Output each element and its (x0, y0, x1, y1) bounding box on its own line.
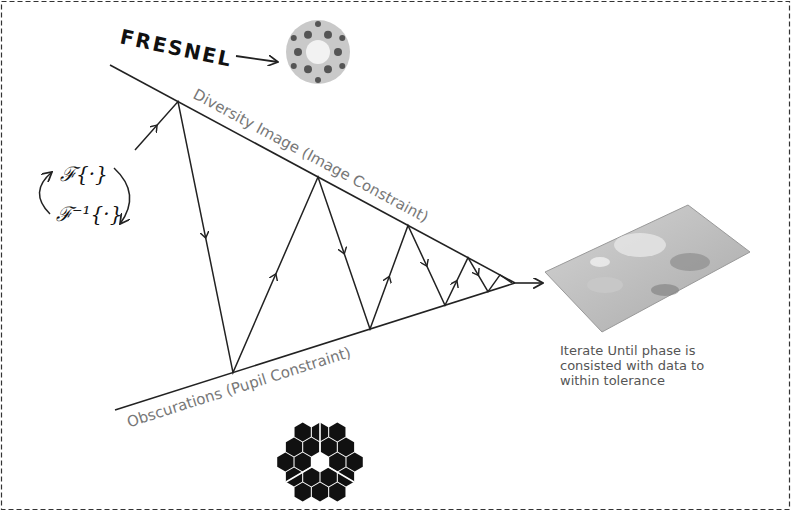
direction-arrow (135, 126, 157, 150)
iteration-path (135, 102, 512, 373)
fresnel-arrow (236, 56, 278, 62)
direction-arrow (468, 258, 478, 275)
direction-arrow (445, 281, 457, 305)
output-arrow (515, 282, 543, 284)
transform-label: ℱ⁻¹{·} (56, 203, 122, 226)
constraint-label: Diversity Image (Image Constraint) (190, 86, 431, 227)
transform-arrow (39, 172, 52, 214)
direction-arrow (370, 277, 389, 329)
direction-arrow (178, 102, 206, 237)
diversity-image (286, 20, 350, 84)
direction-arrow (318, 177, 344, 253)
note: Iterate Until phase is consisted with da… (560, 344, 710, 389)
image-constraint-line (110, 65, 515, 283)
transform-label: ℱ{·} (60, 163, 108, 186)
pupil-mirror (277, 420, 363, 501)
method-label: FRESNEL (118, 26, 235, 72)
pupil-constraint-line (115, 283, 515, 410)
iteration-lines (39, 56, 543, 410)
direction-arrow (408, 225, 427, 265)
direction-arrow (233, 275, 276, 373)
phase-surface (545, 205, 750, 332)
